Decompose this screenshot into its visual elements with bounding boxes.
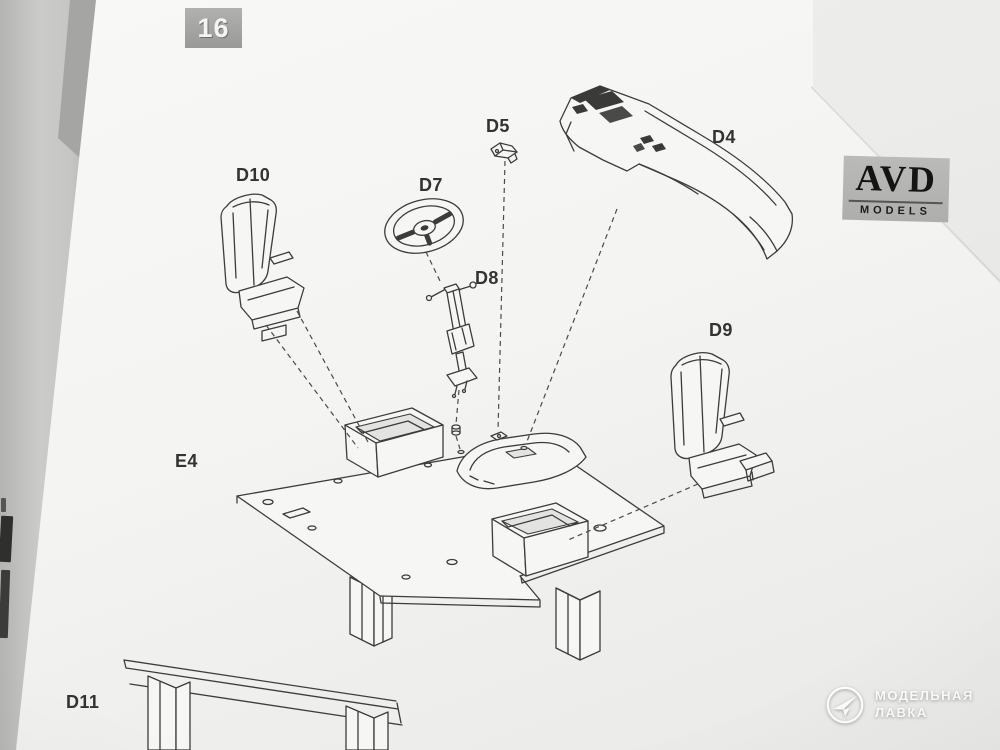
part-label-d11: D11 [66,692,100,712]
floor-small-fittings [451,424,528,455]
page-edge-ink-mark [1,498,6,512]
floor-bin-center [491,502,589,577]
part-drawing-d11-frame [123,659,403,750]
part-drawing-d7-steering-wheel [384,198,464,254]
part-drawing-d8-steering-column [425,281,478,399]
assembly-dashed-lines [265,160,699,541]
part-drawing-d5-bracket [490,142,518,164]
step-number: 16 [197,12,230,43]
part-drawing-e4-floor-plate [236,442,665,608]
part-label-d8: D8 [475,268,499,288]
part-label-d9: D9 [709,320,733,340]
step-number-box: 16 [185,8,242,48]
shop-watermark-text: МОДЕЛЬНАЯ ЛАВКА [875,688,974,722]
part-drawing-d10-seat [220,193,305,342]
part-label-d5: D5 [486,116,510,136]
part-label-d10: D10 [236,165,271,185]
part-drawing-d9-seat [670,352,775,499]
brand-logo: AVD MODELS [842,155,950,223]
part-label-e4: E4 [175,451,198,471]
part-label-d7: D7 [419,175,443,195]
floor-console-hump [456,432,587,490]
paper-plane-icon [826,686,864,724]
brand-logo-text: AVD [855,157,938,202]
part-drawing-d4-dashboard [559,85,794,260]
brand-logo-subtitle: MODELS [848,199,943,219]
shop-watermark-line1: МОДЕЛЬНАЯ [875,688,974,704]
part-label-d4: D4 [712,127,736,147]
shop-watermark-line2: ЛАВКА [875,705,928,720]
shop-watermark: МОДЕЛЬНАЯ ЛАВКА [824,684,974,726]
floor-bracket-right [555,587,601,661]
floor-bin-left [344,407,444,478]
